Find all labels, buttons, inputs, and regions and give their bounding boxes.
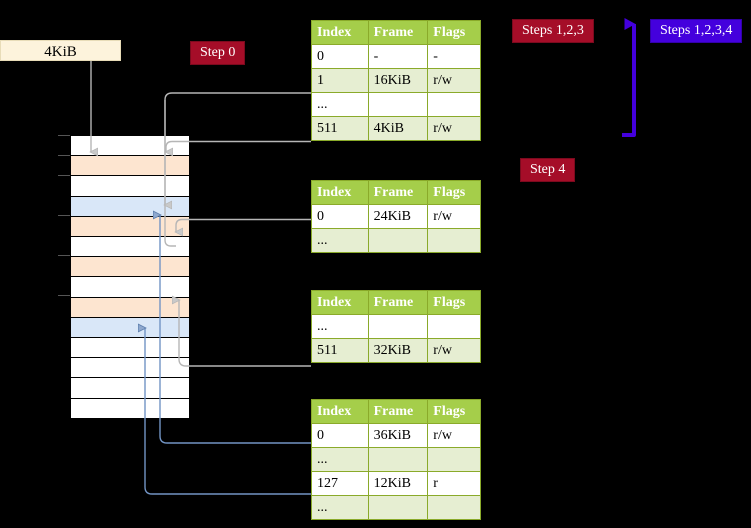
cell-flags xyxy=(427,447,481,472)
steps-1234-label: Steps 1,2,3,4 xyxy=(650,19,743,43)
cell-flags xyxy=(427,495,481,520)
cell-flags xyxy=(427,92,481,117)
cell-index: 511 xyxy=(311,116,369,141)
column-header-frame: Frame xyxy=(367,180,429,205)
cell-frame: - xyxy=(367,44,429,69)
cell-frame: 16KiB xyxy=(367,68,429,93)
wire-pd-to-memory xyxy=(171,295,311,367)
cell-flags xyxy=(427,314,481,339)
wire-pdpt-to-memory xyxy=(174,218,311,237)
table-row: ... xyxy=(311,447,481,472)
cell-index: ... xyxy=(311,447,369,472)
size-label-4kib: 4KiB xyxy=(0,40,121,61)
column-header-frame: Frame xyxy=(367,20,429,45)
cell-index: 1 xyxy=(311,68,369,93)
cell-index: 0 xyxy=(311,204,369,229)
cell-frame xyxy=(367,228,429,253)
cell-index: ... xyxy=(311,228,369,253)
wire-pml4-to-memory xyxy=(164,92,311,247)
cell-index: ... xyxy=(311,495,369,520)
cell-index: ... xyxy=(311,92,369,117)
cell-frame: 4KiB xyxy=(367,116,429,141)
cell-flags: - xyxy=(427,44,481,69)
step-0-label: Step 0 xyxy=(190,41,246,65)
cell-frame xyxy=(367,92,429,117)
cell-flags: r/w xyxy=(427,116,481,141)
cell-index: 511 xyxy=(311,338,369,363)
cell-frame xyxy=(367,495,429,520)
cell-index: 0 xyxy=(311,44,369,69)
cell-flags: r/w xyxy=(427,204,481,229)
cell-frame: 36KiB xyxy=(367,423,429,448)
cell-flags: r/w xyxy=(427,423,481,448)
memory-tick-marks xyxy=(58,135,70,296)
step-4-label: Step 4 xyxy=(520,158,576,182)
table-row: ... xyxy=(311,314,481,339)
cell-frame: 12KiB xyxy=(367,471,429,496)
cell-flags: r/w xyxy=(427,338,481,363)
table-row: ... xyxy=(311,92,481,117)
violet-steps-bracket xyxy=(622,18,636,137)
table-row: ... xyxy=(311,228,481,253)
cell-flags: r/w xyxy=(427,68,481,93)
cell-index: 127 xyxy=(311,471,369,496)
column-header-index: Index xyxy=(311,290,369,315)
steps-123-label: Steps 1,2,3 xyxy=(512,19,594,43)
cell-frame: 32KiB xyxy=(367,338,429,363)
cell-index: 0 xyxy=(311,423,369,448)
column-header-flags: Flags xyxy=(427,399,481,424)
table-row: ... xyxy=(311,495,481,520)
column-header-frame: Frame xyxy=(367,290,429,315)
column-header-index: Index xyxy=(311,180,369,205)
cell-frame xyxy=(367,314,429,339)
wire-pt-to-memory xyxy=(145,215,311,495)
cell-flags: r xyxy=(427,471,481,496)
table-row: 0-- xyxy=(311,44,481,69)
cell-flags xyxy=(427,228,481,253)
column-header-flags: Flags xyxy=(427,290,481,315)
cell-index: ... xyxy=(311,314,369,339)
column-header-flags: Flags xyxy=(427,180,481,205)
cell-frame: 24KiB xyxy=(367,204,429,229)
cell-frame xyxy=(367,447,429,472)
column-header-index: Index xyxy=(311,20,369,45)
column-header-index: Index xyxy=(311,399,369,424)
column-header-flags: Flags xyxy=(427,20,481,45)
column-header-frame: Frame xyxy=(367,399,429,424)
